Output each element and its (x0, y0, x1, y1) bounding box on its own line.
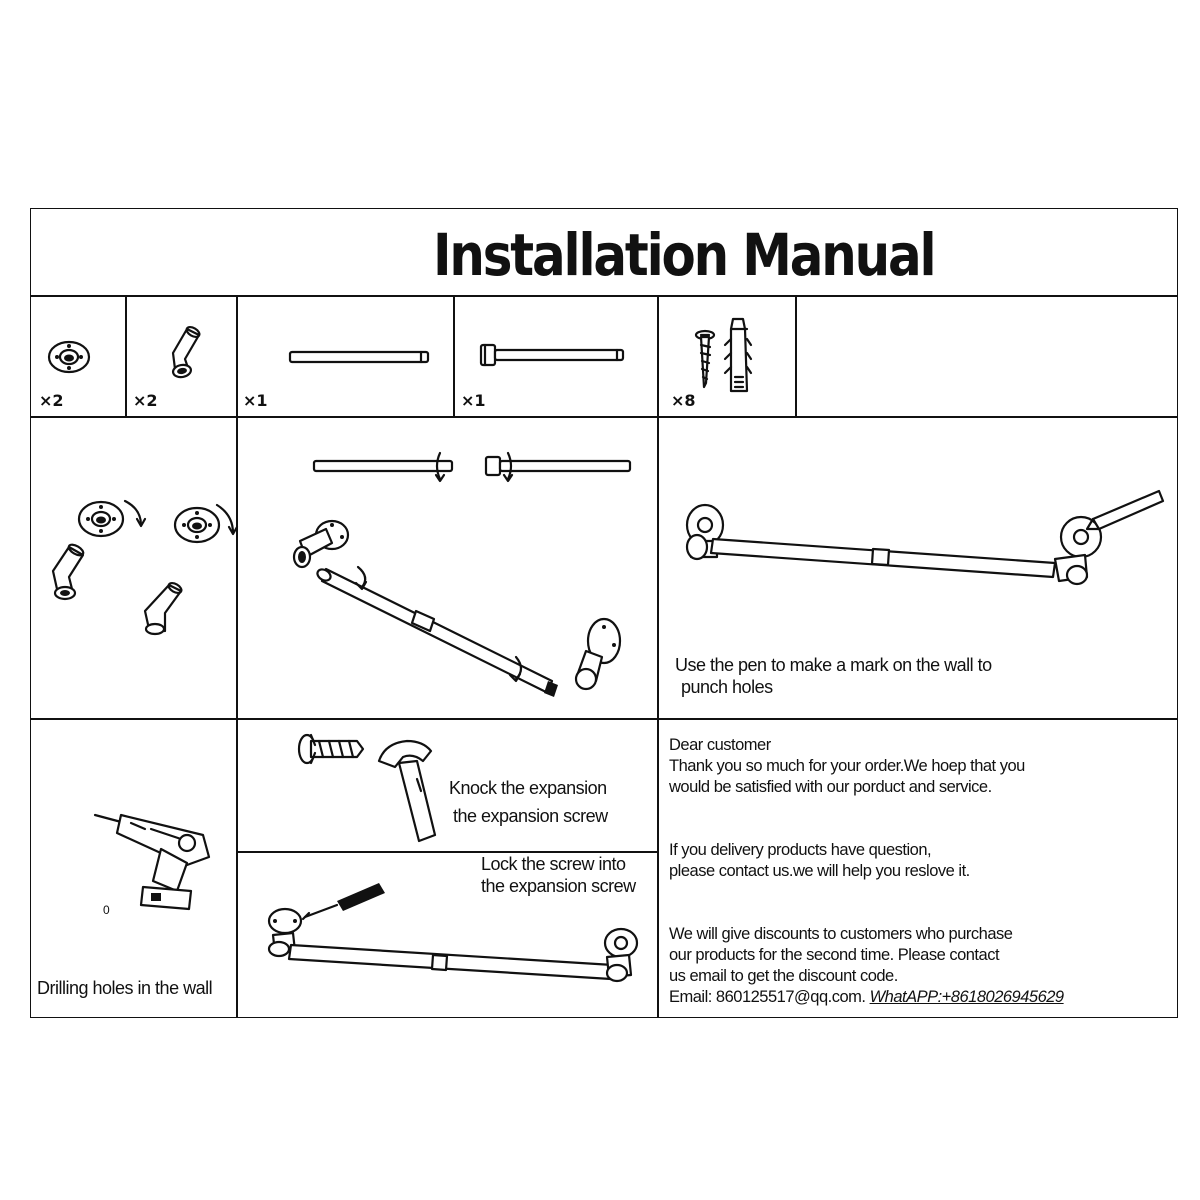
customer-message: Dear customer Thank you so much for your… (669, 736, 1065, 1006)
step-drill-text: Drilling holes in the wall (37, 978, 213, 998)
long-pipe-icon (288, 349, 431, 370)
divider (236, 851, 658, 853)
installation-manual: Installation Manual ×2 ×2 ×1 (30, 208, 1178, 1018)
divider (236, 295, 238, 1017)
screwdriver-rack-illustration (257, 861, 647, 1006)
screw-anchor-icon (685, 315, 757, 398)
part-quantity: ×1 (461, 391, 486, 410)
pipe-joining-illustration (286, 445, 646, 716)
page-title: Installation Manual (433, 221, 937, 289)
part-quantity: ×2 (39, 391, 64, 410)
divider (31, 295, 1177, 297)
divider (453, 295, 455, 417)
part-quantity: ×1 (243, 391, 268, 410)
whatsapp-link[interactable]: WhatAPP:+8618026945629 (869, 988, 1065, 1006)
hammer-anchor-illustration (295, 731, 445, 854)
connector-pipe-icon (477, 343, 627, 372)
divider (795, 295, 797, 417)
part-quantity: ×8 (671, 391, 696, 410)
step-lock-text: Lock the screw into the expansion screw (481, 854, 636, 896)
stray-mark: 0 (103, 903, 110, 917)
flange-icon (45, 337, 95, 382)
drill-illustration (91, 805, 221, 920)
step-knock-text: Knock the expansion the expansion screw (449, 778, 608, 826)
title-bar: Installation Manual (31, 209, 1179, 295)
divider (31, 718, 1177, 720)
part-quantity: ×2 (133, 391, 158, 410)
elbow-icon (151, 319, 211, 389)
pen-marking-illustration (683, 489, 1173, 610)
step-mark-text: Use the pen to make a mark on the wall t… (675, 655, 992, 697)
message-greeting: Dear customer (669, 736, 771, 754)
elbow-flange-assembly-illustration (41, 489, 241, 644)
divider (31, 416, 1177, 418)
divider (657, 295, 659, 1017)
divider (125, 295, 127, 417)
email-contact: Email: 860125517@qq.com. (669, 988, 866, 1006)
